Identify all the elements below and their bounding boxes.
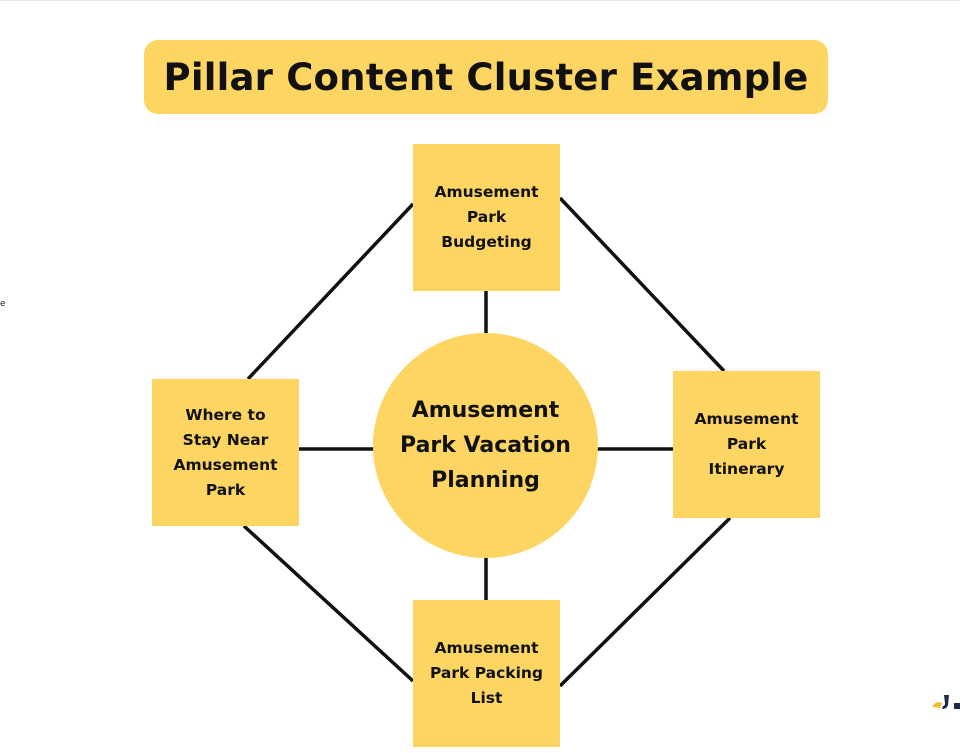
cluster-node-packing-list: Amusement Park Packing List bbox=[413, 600, 560, 747]
line-bottom-to-left bbox=[242, 524, 415, 683]
line-left-to-top bbox=[246, 202, 415, 381]
cluster-label-packing-list: Amusement Park Packing List bbox=[429, 639, 544, 707]
pillar-topic-label: Amusement Park Vacation Planning bbox=[400, 398, 571, 493]
cluster-label-itinerary: Amusement Park Itinerary bbox=[694, 410, 799, 478]
cluster-node-where-to-stay: Where to Stay Near Amusement Park bbox=[152, 379, 299, 526]
cluster-node-itinerary: Amusement Park Itinerary bbox=[673, 371, 820, 518]
brand-logo-icon bbox=[932, 695, 960, 709]
title-banner: Pillar Content Cluster Example bbox=[144, 40, 828, 114]
cluster-label-where-to-stay: Where to Stay Near Amusement Park bbox=[173, 405, 278, 499]
line-right-to-bottom bbox=[558, 516, 732, 688]
pillar-topic-circle: Amusement Park Vacation Planning bbox=[373, 333, 598, 558]
cluster-node-budgeting: Amusement Park Budgeting bbox=[413, 144, 560, 291]
diagram-title: Pillar Content Cluster Example bbox=[163, 55, 809, 99]
line-top-to-right bbox=[558, 196, 726, 373]
cluster-label-budgeting: Amusement Park Budgeting bbox=[434, 183, 539, 251]
clipped-edge-text: e bbox=[0, 299, 6, 309]
